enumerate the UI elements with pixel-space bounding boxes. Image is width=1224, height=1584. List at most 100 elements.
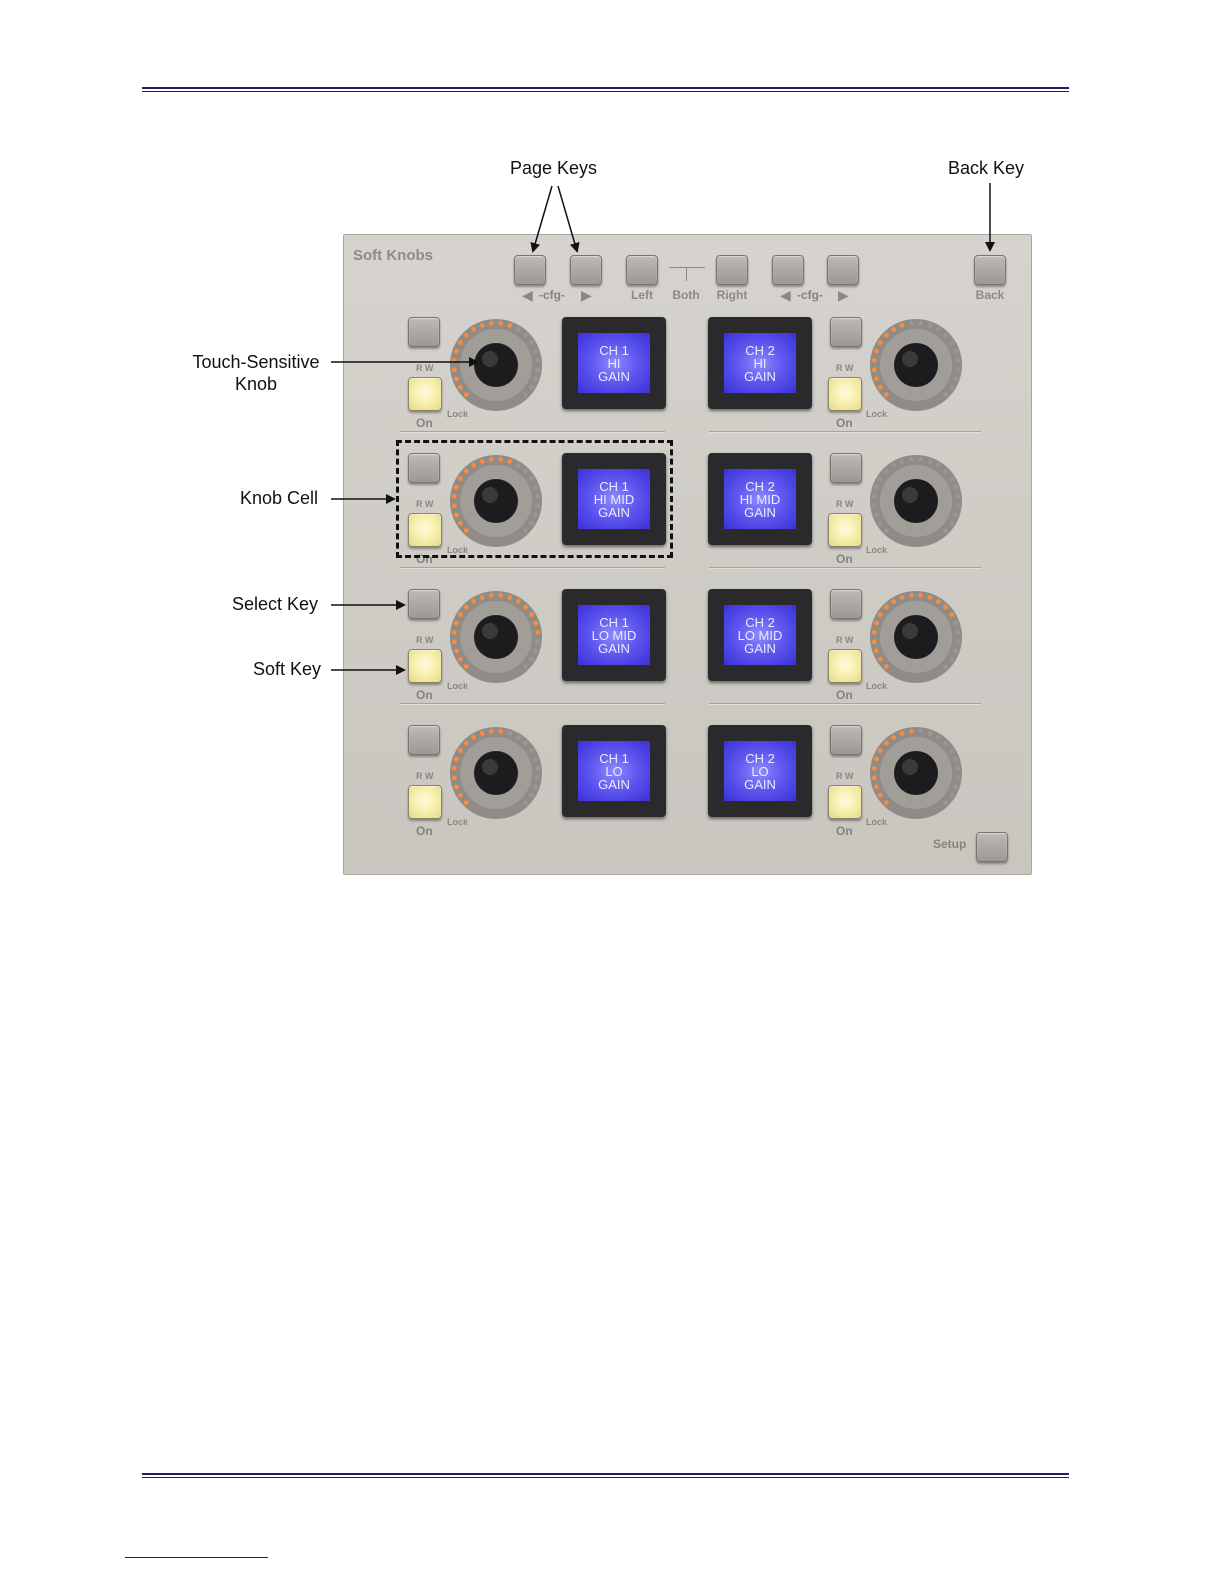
rw-label: R W [416, 363, 434, 373]
led-dot [949, 384, 954, 390]
touch-sensitive-knob[interactable] [446, 451, 546, 551]
soft-key[interactable] [408, 513, 442, 547]
screen-line: CH 2 [745, 478, 775, 494]
select-key-label: Select Key [232, 594, 319, 614]
led-dot [874, 376, 879, 382]
led-dot [874, 756, 879, 762]
touch-knob-label-line2: Knob [234, 374, 278, 394]
select-key[interactable] [830, 317, 862, 347]
led-dot [953, 512, 958, 518]
select-key[interactable] [408, 589, 440, 619]
led-dot [899, 459, 905, 464]
led-dot [451, 493, 457, 499]
touch-sensitive-knob[interactable] [446, 587, 546, 687]
touch-sensitive-knob[interactable] [866, 723, 966, 823]
led-dot [871, 639, 877, 645]
led-dot [451, 357, 457, 363]
soft-key[interactable] [408, 785, 442, 819]
led-dot [953, 756, 958, 762]
touch-sensitive-knob[interactable] [866, 587, 966, 687]
led-dot [878, 520, 883, 526]
led-dot [523, 332, 529, 338]
screen-line: LO [605, 763, 623, 779]
soft-key[interactable] [408, 649, 442, 683]
screen-line: CH 2 [745, 342, 775, 358]
led-dot [943, 664, 949, 670]
led-dot [955, 357, 961, 363]
led-dot [874, 648, 879, 654]
led-dot [451, 765, 457, 771]
screen-line: GAIN [744, 640, 776, 656]
cfg-left-key[interactable] [772, 255, 804, 285]
setup-key[interactable] [976, 832, 1008, 862]
led-dot [935, 735, 941, 740]
led-dot [535, 639, 541, 645]
soft-key[interactable] [828, 377, 862, 411]
on-label: On [836, 552, 853, 566]
select-key[interactable] [830, 453, 862, 483]
led-dot [883, 528, 889, 534]
soft-knobs-panel: Soft Knobs ◀ -cfg- ▶ Left Both Right ◀ -… [343, 234, 1032, 875]
select-key[interactable] [408, 453, 440, 483]
both-bracket [669, 267, 705, 268]
led-dot [458, 792, 463, 798]
led-dot [535, 765, 541, 771]
led-dot [927, 731, 933, 736]
select-key[interactable] [408, 725, 440, 755]
led-dot [871, 629, 877, 635]
screen-line: CH 1 [599, 750, 629, 766]
touch-sensitive-knob[interactable] [866, 315, 966, 415]
soft-key[interactable] [828, 649, 862, 683]
led-dot [535, 775, 541, 781]
left-key[interactable] [626, 255, 658, 285]
screen-line: LO MID [591, 627, 637, 643]
lock-label: Lock [447, 409, 469, 419]
select-key[interactable] [830, 725, 862, 755]
page-right-key[interactable] [570, 255, 602, 285]
header-rule [142, 87, 1069, 92]
led-dot [878, 656, 883, 662]
led-dot [891, 735, 897, 740]
cfg-right-key[interactable] [827, 255, 859, 285]
screen-line: GAIN [744, 368, 776, 384]
touch-sensitive-knob[interactable] [446, 723, 546, 823]
page-left-key[interactable] [514, 255, 546, 285]
touch-sensitive-knob[interactable] [446, 315, 546, 415]
led-dot [908, 456, 914, 462]
soft-key[interactable] [828, 513, 862, 547]
right-key[interactable] [716, 255, 748, 285]
led-dot [454, 348, 459, 354]
soft-key[interactable] [828, 785, 862, 819]
back-key[interactable] [974, 255, 1006, 285]
touch-sensitive-knob[interactable] [866, 451, 966, 551]
led-dot [498, 456, 504, 462]
lock-label: Lock [447, 817, 469, 827]
led-dot [515, 463, 521, 468]
soft-key[interactable] [408, 377, 442, 411]
select-key[interactable] [408, 317, 440, 347]
footnote-rule [125, 1557, 268, 1558]
led-dot [935, 463, 941, 468]
on-label: On [416, 416, 433, 430]
led-dot [454, 756, 459, 762]
cfg-left-arrow-icon: ◀ [522, 287, 533, 303]
led-dot [451, 639, 457, 645]
select-key[interactable] [830, 589, 862, 619]
led-dot [943, 332, 949, 338]
led-dot [458, 656, 463, 662]
led-dot [953, 376, 958, 382]
led-dot [535, 503, 541, 509]
led-dot [535, 367, 541, 373]
led-dot [874, 484, 879, 490]
led-dot [918, 592, 924, 598]
led-dot [458, 520, 463, 526]
led-dot [935, 599, 941, 604]
setup-label: Setup [933, 837, 967, 851]
on-label: On [836, 824, 853, 838]
